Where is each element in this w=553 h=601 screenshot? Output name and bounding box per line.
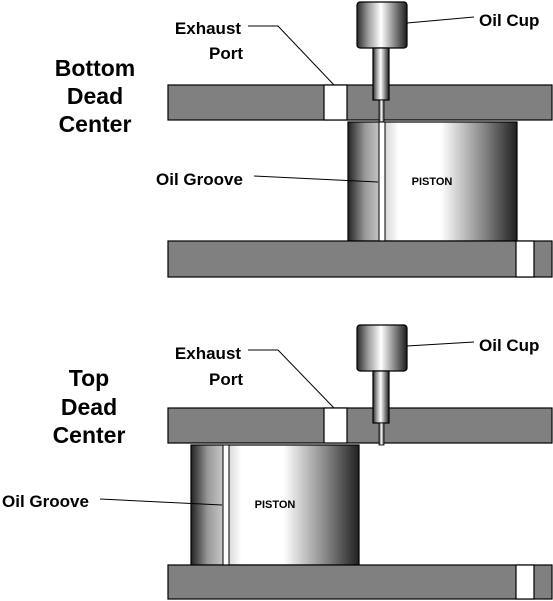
section-title-line: Bottom [55, 55, 135, 81]
section-top-dead-center: Top Dead Center Exhaust Port Oil Cup PIS… [2, 324, 553, 600]
oil-cup-stem [372, 370, 390, 424]
exhaust-port [323, 407, 348, 444]
piston-label: PISTON [255, 499, 296, 511]
cylinder-head-plate [167, 84, 553, 121]
section-title-line: Center [53, 422, 126, 448]
oil-groove-label: Oil Groove [156, 170, 243, 189]
cylinder-bottom-plate [167, 240, 553, 278]
oil-groove-leader [99, 498, 223, 506]
exhaust-port-label: Exhaust [175, 344, 241, 363]
cylinder-bottom-plate [167, 564, 553, 600]
piston-label: PISTON [412, 176, 453, 188]
oil-cup-label: Oil Cup [479, 336, 539, 355]
oil-groove-leader [253, 175, 379, 183]
oil-cup [356, 324, 408, 372]
exhaust-port-label: Port [209, 370, 243, 389]
cylinder-head-plate [167, 407, 553, 444]
oil-cup-leader [406, 341, 475, 347]
exhaust-port-leader [248, 25, 335, 86]
section-bottom-dead-center: Bottom Dead Center Exhaust Port Oil Cup … [55, 1, 553, 278]
oil-groove [222, 444, 230, 566]
oil-groove [378, 121, 386, 242]
oil-feed-tube [378, 99, 385, 123]
oil-groove-label: Oil Groove [2, 492, 89, 511]
oil-cup-stem [372, 47, 390, 101]
oil-cup [356, 1, 408, 49]
oil-feed-tube [378, 422, 385, 446]
oil-cup-label: Oil Cup [479, 11, 539, 30]
exhaust-port [323, 84, 348, 121]
bottom-port [515, 564, 535, 600]
oil-cup-leader [406, 16, 475, 24]
exhaust-port-label: Port [209, 44, 243, 63]
bottom-port [515, 240, 535, 278]
section-title-line: Center [59, 111, 132, 137]
section-title-line: Dead [67, 83, 123, 109]
section-title-line: Dead [61, 394, 117, 420]
section-title-line: Top [69, 365, 109, 391]
exhaust-port-label: Exhaust [175, 19, 241, 38]
exhaust-port-leader [248, 349, 335, 409]
